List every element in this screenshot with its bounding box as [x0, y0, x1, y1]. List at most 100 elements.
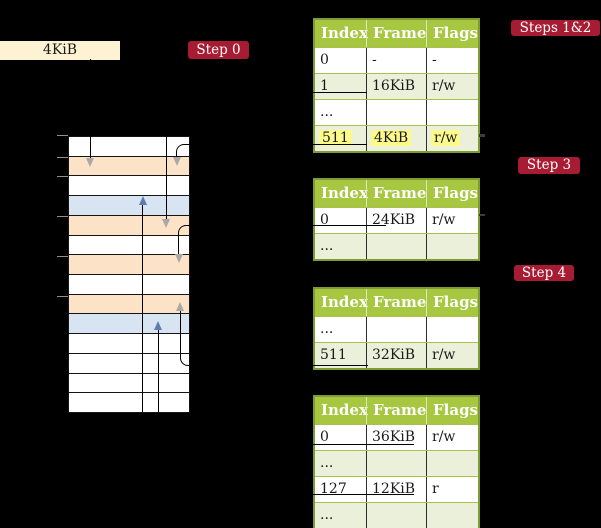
- cell-flags: r/w: [426, 74, 478, 99]
- cell-flags: [426, 317, 478, 342]
- table-row: 511 32KiB r/w: [315, 342, 478, 368]
- cell-flags: [426, 234, 478, 259]
- memory-frame-row: [69, 274, 189, 294]
- table-header-row: Index Frame Flags: [315, 289, 478, 316]
- cell-frame: 16KiB: [366, 74, 426, 99]
- cell-flags: [426, 503, 478, 528]
- step-0-badge: Step 0: [188, 41, 249, 59]
- cell-flags: [426, 451, 478, 476]
- cell-frame: 32KiB: [366, 343, 426, 368]
- arrow-entry127-to-frame12k: [142, 204, 414, 495]
- arrow-entry0-to-frame24k: [178, 225, 386, 255]
- cell-frame: [366, 317, 426, 342]
- cell-frame: 4KiB: [366, 126, 426, 151]
- column-header-index: Index: [321, 24, 368, 42]
- table-row: 127 12KiB r: [315, 476, 478, 502]
- column-header-frame: Frame: [366, 289, 426, 316]
- arrow-entry1-to-frame16k: [165, 92, 367, 220]
- column-header-frame: Frame: [366, 180, 426, 207]
- cell-frame: 24KiB: [366, 208, 426, 233]
- memory-frame-row: [69, 175, 189, 196]
- cell-index: 1: [320, 78, 329, 94]
- page-table-step-1-2: Index Frame Flags 0 - - 1 16KiB r/w ... …: [313, 18, 480, 153]
- cell-index: ...: [320, 455, 334, 471]
- memory-frame-row: [69, 333, 189, 353]
- column-header-index: Index: [321, 401, 368, 419]
- arrow-entry0-to-frame36k: [157, 329, 414, 445]
- address-tick: [57, 255, 68, 257]
- column-header-index: Index: [321, 184, 368, 202]
- cell-index: 511: [315, 126, 366, 151]
- column-header-flags: Flags: [426, 397, 478, 424]
- table-row: 0 - -: [315, 47, 478, 73]
- cell-frame: [366, 451, 426, 476]
- cell-index: 0: [320, 212, 329, 228]
- table-row: ...: [315, 99, 478, 125]
- cell-index: ...: [320, 507, 334, 523]
- row-marker-dash: [479, 213, 485, 216]
- arrowhead-down-icon: [174, 254, 183, 263]
- arrowhead-down-icon: [86, 158, 94, 167]
- address-tick: [57, 295, 68, 297]
- table-row: ...: [315, 233, 478, 259]
- memory-frame-row: [69, 214, 189, 235]
- arrowhead-down-icon: [172, 157, 181, 166]
- arrowhead-up-icon: [176, 301, 184, 311]
- arrowhead-up-icon: [154, 320, 162, 330]
- table-header-row: Index Frame Flags: [315, 397, 478, 424]
- page-table-step-4: Index Frame Flags ... 511 32KiB r/w: [313, 287, 480, 370]
- memory-frame-row: [69, 392, 189, 413]
- table-row: ...: [315, 450, 478, 476]
- column-header-flags: Flags: [426, 180, 478, 207]
- physical-memory-map: [68, 136, 190, 413]
- arrow-entry511-to-frame4k: [176, 144, 367, 158]
- cell-index: ...: [320, 321, 334, 337]
- cell-frame: 36KiB: [366, 425, 426, 450]
- column-header-frame: Frame: [366, 397, 426, 424]
- step-3-badge: Step 3: [518, 157, 580, 174]
- cell-index: 511: [320, 347, 347, 363]
- table-row: 1 16KiB r/w: [315, 73, 478, 99]
- memory-frame-row: [69, 137, 189, 156]
- column-header-flags: Flags: [426, 20, 478, 47]
- address-tick: [57, 175, 68, 177]
- steps-1-2-badge: Steps 1&2: [511, 20, 600, 36]
- arrowhead-up-icon: [138, 195, 147, 205]
- memory-frame-row: [69, 372, 189, 393]
- table-row: 0 24KiB r/w: [315, 207, 478, 233]
- table-header-row: Index Frame Flags: [315, 180, 478, 207]
- memory-frame-row: [69, 352, 189, 373]
- page-table-leaf: Index Frame Flags 0 36KiB r/w ... 127 12…: [313, 395, 480, 528]
- cell-frame: [366, 100, 426, 125]
- cell-flags: r/w: [426, 425, 478, 450]
- cell-frame: [366, 234, 426, 259]
- table-row-highlighted: 511 4KiB r/w: [315, 125, 478, 151]
- column-header-frame: Frame: [366, 20, 426, 47]
- cell-flags: -: [426, 48, 478, 73]
- cell-frame: 12KiB: [366, 477, 426, 502]
- cell-index: 0: [320, 52, 329, 68]
- cell-flags: [426, 100, 478, 125]
- cell-index: ...: [320, 104, 334, 120]
- cell-flags: r: [426, 477, 478, 502]
- memory-frame-row: [69, 293, 189, 314]
- cell-flags: r/w: [426, 343, 478, 368]
- cell-index: ...: [320, 238, 334, 254]
- table-row: ...: [315, 502, 478, 528]
- memory-frame-row: [69, 254, 189, 275]
- arrow-entry511-to-frame32k: [179, 310, 368, 366]
- address-tick: [57, 215, 68, 217]
- address-tick: [57, 156, 68, 158]
- column-header-flags: Flags: [426, 289, 478, 316]
- cell-frame: -: [366, 48, 426, 73]
- cell-frame: [366, 503, 426, 528]
- table-row: 0 36KiB r/w: [315, 424, 478, 450]
- address-tick: [57, 134, 68, 136]
- arrowhead-down-icon: [162, 219, 170, 228]
- table-row: ...: [315, 316, 478, 342]
- cell-flags: r/w: [426, 126, 478, 151]
- cell-index: 127: [320, 481, 347, 497]
- cell-index: 0: [320, 429, 329, 445]
- cell-flags: r/w: [426, 208, 478, 233]
- memory-frame-row: [69, 195, 189, 215]
